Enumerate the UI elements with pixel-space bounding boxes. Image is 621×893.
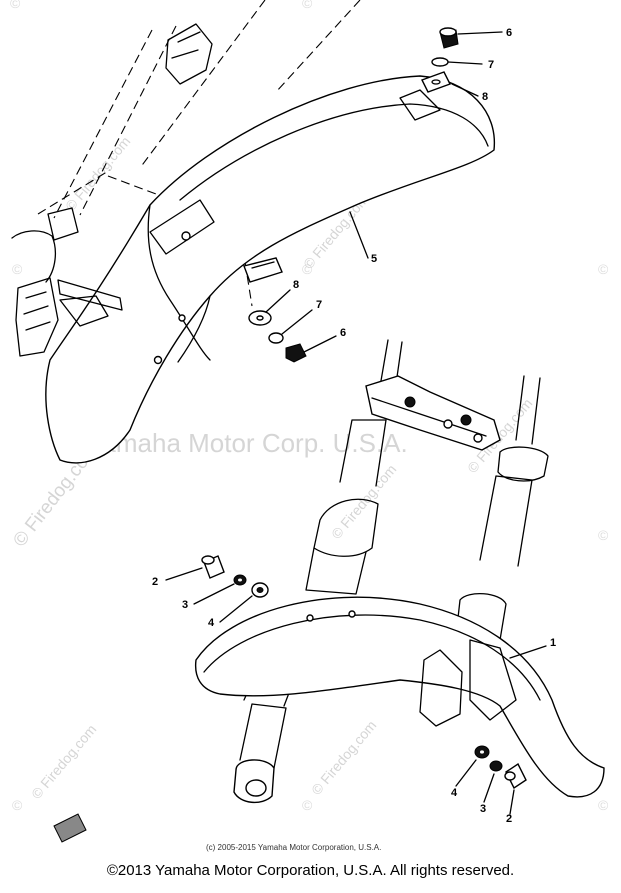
- watermark-main-text: Yamaha Motor Corp. U.S.A.: [86, 428, 408, 458]
- front-washer-4: [251, 582, 269, 598]
- front-lockwasher-3b: [489, 760, 503, 772]
- callout-7-top: 7: [488, 59, 494, 71]
- top-right-hardware: [421, 27, 459, 93]
- watermark-copy-1: ©: [12, 261, 23, 277]
- watermark-copy-9: ©: [302, 0, 313, 11]
- watermark-firedog-mid: © Firedog.com: [328, 461, 399, 542]
- callout-8-top: 8: [482, 91, 488, 103]
- front-washer-4b: [474, 745, 490, 759]
- callout-2-left: 2: [152, 576, 158, 588]
- callout-3-left: 3: [182, 599, 188, 611]
- small-copyright: (c) 2005-2015 Yamaha Motor Corporation, …: [206, 843, 381, 852]
- rear-stud: [243, 257, 283, 283]
- footer-copyright: ©2013 Yamaha Motor Corporation, U.S.A. A…: [106, 862, 515, 879]
- front-bolt-2b: [504, 762, 527, 790]
- fork-top-bracket: [365, 375, 501, 451]
- front-lockwasher-3: [233, 574, 247, 586]
- watermark-copy-2: ©: [302, 261, 313, 277]
- callout-4-right: 4: [451, 787, 458, 799]
- callout-4-left: 4: [208, 617, 215, 629]
- front-fender: [194, 596, 605, 798]
- watermark-copy-4: ©: [598, 527, 609, 543]
- watermark-copy-5: ©: [12, 797, 23, 813]
- rear-nut-6: [285, 343, 307, 363]
- callout-labels: 6 7 8 5 8 7 6 2 3 4 1 4 3 2: [152, 27, 556, 825]
- watermark-firedog-bottom: © Firedog.com: [308, 717, 379, 798]
- watermark-firedog-topleft: © Firedog.com: [62, 133, 133, 214]
- rear-washer-8: [248, 310, 272, 326]
- watermark-copy-3: ©: [598, 261, 609, 277]
- rear-lockwasher-7: [268, 332, 284, 344]
- callout-1: 1: [550, 637, 556, 649]
- front-bolt-2: [201, 555, 225, 579]
- rear-left-frame: [11, 207, 123, 357]
- callout-7-mid: 7: [316, 299, 322, 311]
- rear-bracket: [165, 23, 213, 85]
- callout-6-mid: 6: [340, 327, 346, 339]
- callout-2-right: 2: [506, 813, 512, 825]
- rear-fender: [45, 75, 496, 464]
- watermark-firedog-bottomleft: © Firedog.com: [28, 721, 99, 802]
- watermark-copy-8: ©: [10, 0, 21, 11]
- watermark-copy-7: ©: [598, 797, 609, 813]
- callout-5: 5: [371, 253, 377, 265]
- callout-3-right: 3: [480, 803, 486, 815]
- bottom-left-stamp: [53, 813, 87, 843]
- watermark-copy-6: ©: [302, 797, 313, 813]
- callout-8-mid: 8: [293, 279, 299, 291]
- callout-6-top: 6: [506, 27, 512, 39]
- leader-lines: [165, 31, 547, 815]
